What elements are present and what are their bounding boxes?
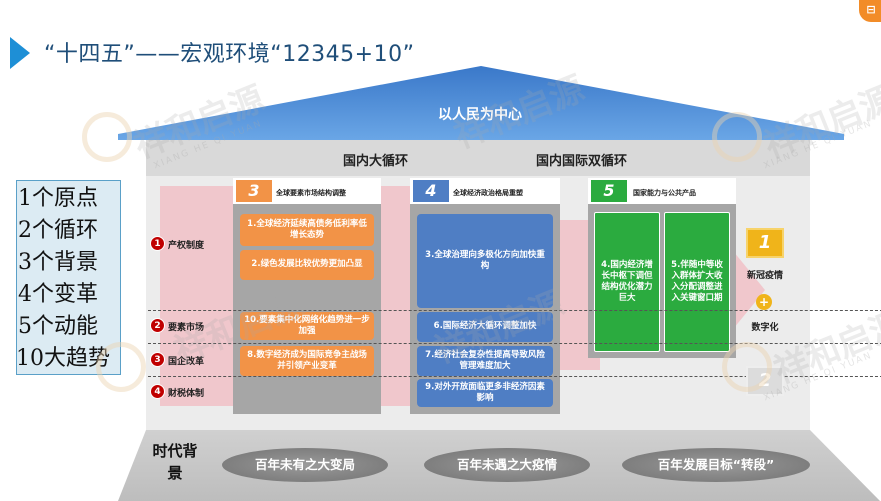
- column-5-number: 5: [591, 180, 627, 202]
- column-5-heading: 国家能力与公共产品: [633, 189, 696, 197]
- title-marker-icon: [10, 37, 30, 69]
- trend-card-7: 7.经济社会复杂性提高导致风险管理难度加大: [417, 346, 553, 376]
- summary-line-3: 3个背景: [18, 250, 98, 275]
- corner-badge-icon[interactable]: ⊟: [859, 0, 881, 22]
- reform-label-3: 国企改革: [168, 357, 205, 367]
- divider-line: [148, 376, 881, 377]
- trend-card-6: 6.国际经济大循环调整加快: [417, 312, 553, 342]
- plus-icon: +: [756, 294, 772, 310]
- trend-card-5: 5.伴随中等收入群体扩大收入分配调整进入关键窗口期: [664, 212, 730, 352]
- reform-badge-4: 4: [150, 384, 165, 399]
- trend-card-4: 4.国内经济增长中枢下调但结构优化潜力巨大: [594, 212, 660, 352]
- reform-badge-3: 3: [150, 352, 165, 367]
- column-4-heading: 全球经济政治格局重塑: [453, 189, 523, 197]
- column-4-number: 4: [413, 180, 449, 202]
- trend-card-8: 8.数字经济成为国际竞争主战场并引领产业变革: [240, 346, 374, 376]
- foundation-label: 时代背景: [152, 442, 198, 482]
- roof: [118, 66, 844, 140]
- page-title: “十四五”——宏观环境“12345+10”: [44, 42, 415, 67]
- trend-card-3: 3.全球治理向多极化方向加快重构: [417, 214, 553, 308]
- summary-line-2: 2个循环: [18, 218, 98, 243]
- trend-card-9: 9.对外开放面临更多非经济因素影响: [417, 379, 553, 407]
- foundation-item-2: 百年未遇之大疫情: [424, 448, 590, 482]
- roof-label: 以人民为中心: [438, 107, 522, 123]
- trend-card-1: 1.全球经济延续高债务低利率低增长态势: [240, 214, 374, 246]
- factor-label-digital: 数字化: [751, 323, 779, 333]
- reform-label-4: 财税体制: [168, 389, 205, 399]
- factor-box-1: 1: [746, 228, 784, 258]
- column-3-heading: 全球要素市场结构调整: [276, 189, 346, 197]
- summary-line-6: 10大趋势: [16, 346, 110, 371]
- circulation-band: [146, 140, 810, 176]
- factor-box-2: 2: [746, 366, 784, 396]
- dual-circulation-label: 国内国际双循环: [536, 154, 628, 169]
- foundation-item-1: 百年未有之大变局: [222, 448, 388, 482]
- reform-badge-1: 1: [150, 236, 165, 251]
- column-3-number: 3: [236, 180, 272, 202]
- summary-line-1: 1个原点: [18, 186, 98, 211]
- foundation-item-3: 百年发展目标“转段”: [622, 448, 810, 482]
- reform-label-1: 产权制度: [168, 241, 205, 251]
- trend-card-10: 10.要素集中化网络化趋势进一步加强: [240, 312, 374, 340]
- summary-line-4: 4个变革: [18, 282, 98, 307]
- summary-line-5: 5个动能: [18, 314, 98, 339]
- divider-line: [148, 310, 881, 311]
- divider-line: [148, 343, 881, 344]
- trend-card-2: 2.绿色发展比较优势更加凸显: [240, 250, 374, 280]
- domestic-circulation-label: 国内大循环: [343, 154, 409, 169]
- reform-badge-2: 2: [150, 318, 165, 333]
- summary-box: [16, 180, 121, 375]
- factor-label-covid: 新冠疫情: [746, 271, 783, 281]
- reform-label-2: 要素市场: [168, 323, 205, 333]
